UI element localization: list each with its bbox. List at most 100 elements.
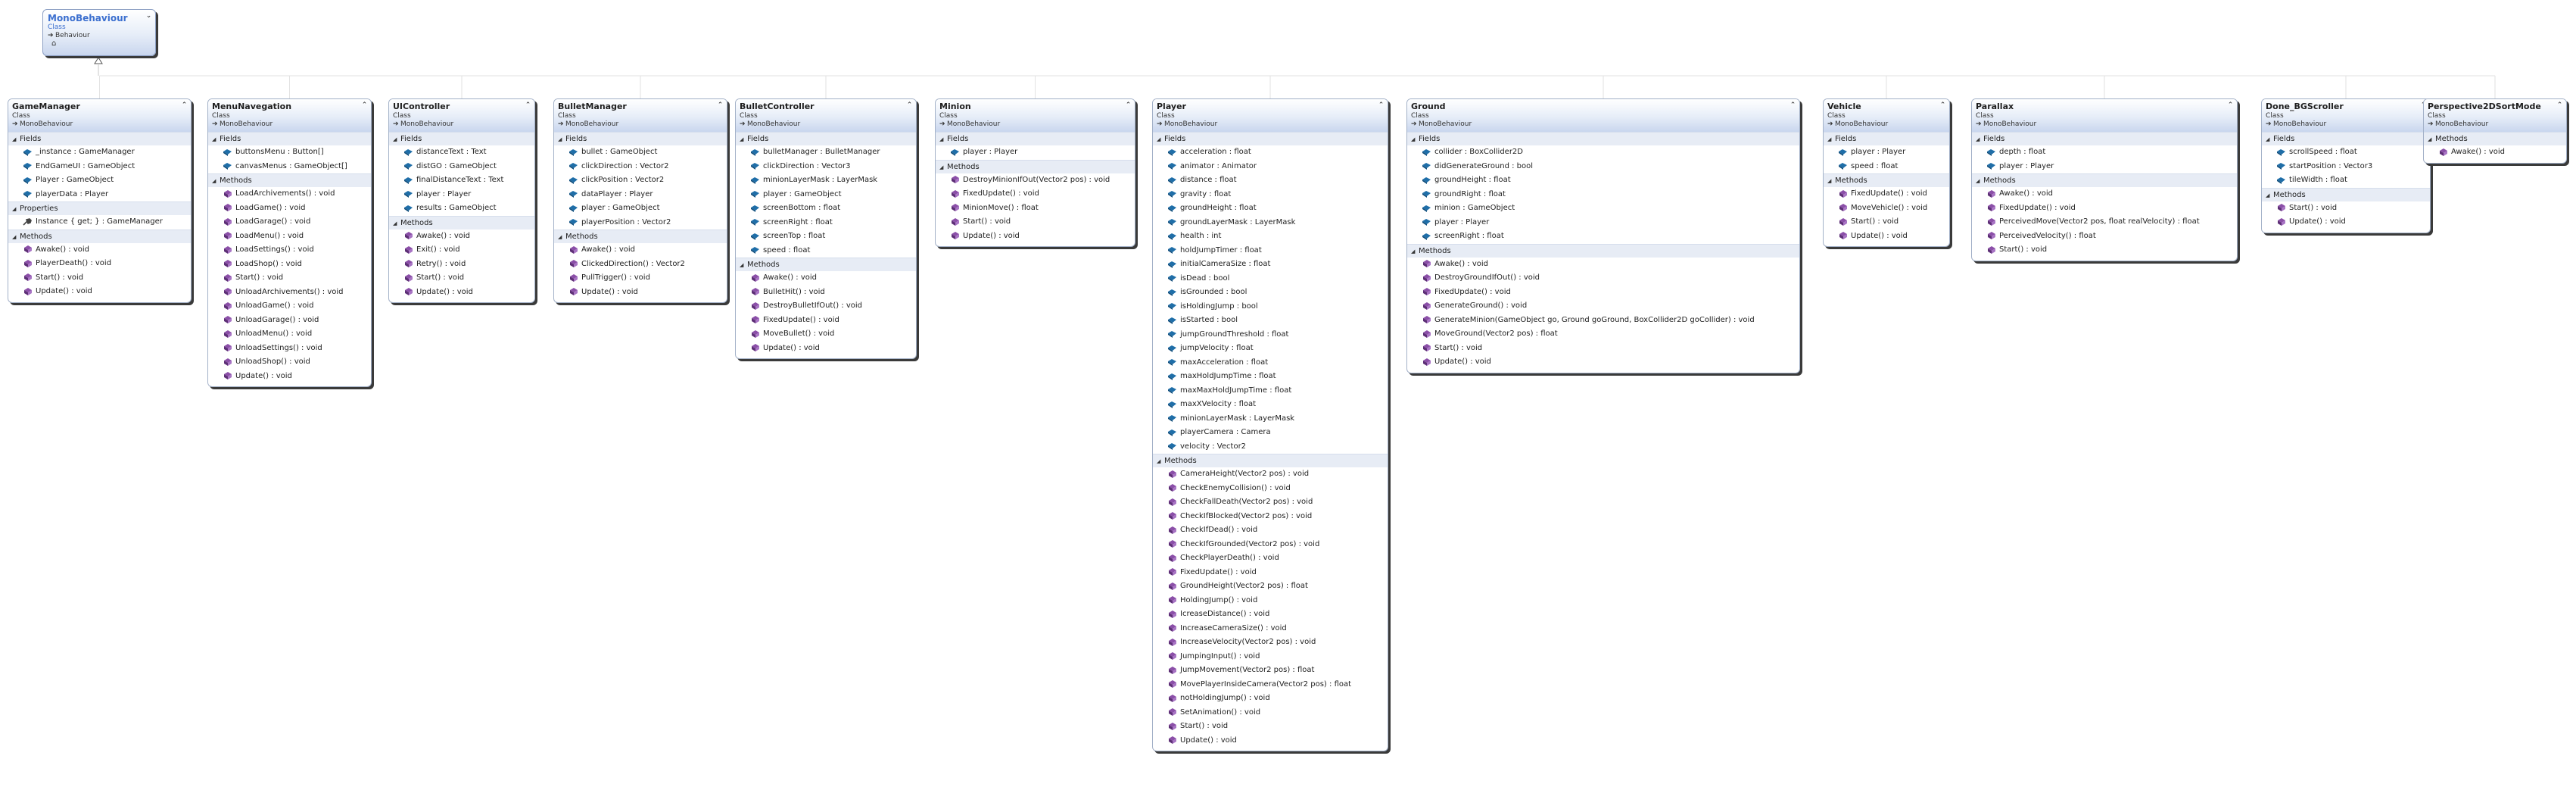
property-member[interactable]: Instance { get; } : GameManager [8, 215, 191, 230]
method-member[interactable]: FixedUpdate() : void [1153, 566, 1388, 580]
method-member[interactable]: MoveVehicle() : void [1824, 201, 1949, 216]
section-header-fields[interactable]: ◢Fields [208, 132, 371, 145]
method-member[interactable]: Update() : void [936, 230, 1135, 244]
method-member[interactable]: Start() : void [8, 271, 191, 286]
field-member[interactable]: player : GameObject [554, 201, 727, 216]
method-member[interactable]: CameraHeight(Vector2 pos) : void [1153, 467, 1388, 482]
method-member[interactable]: Start() : void [936, 215, 1135, 230]
class-card-done-bgscroller[interactable]: Done_BGScrollerClass➔MonoBehaviour⌃◢Fiel… [2261, 98, 2431, 233]
field-member[interactable]: maxAcceleration : float [1153, 356, 1388, 370]
method-member[interactable]: Start() : void [2262, 201, 2430, 216]
method-member[interactable]: GroundHeight(Vector2 pos) : float [1153, 579, 1388, 594]
method-member[interactable]: CheckEnemyCollision() : void [1153, 482, 1388, 496]
method-member[interactable]: HoldingJump() : void [1153, 594, 1388, 608]
method-member[interactable]: DestroyBulletIfOut() : void [736, 299, 916, 314]
field-member[interactable]: initialCameraSize : float [1153, 258, 1388, 272]
section-header-methods[interactable]: ◢Methods [208, 173, 371, 187]
field-member[interactable]: collider : BoxCollider2D [1407, 145, 1799, 160]
field-member[interactable]: tileWidth : float [2262, 173, 2430, 188]
collapse-toggle-icon[interactable]: ⌃ [2227, 101, 2234, 109]
field-member[interactable]: isStarted : bool [1153, 314, 1388, 328]
method-member[interactable]: Retry() : void [389, 258, 534, 272]
field-member[interactable]: clickPosition : Vector2 [554, 173, 727, 188]
section-header-fields[interactable]: ◢Fields [1824, 132, 1949, 145]
method-member[interactable]: Update() : void [208, 370, 371, 384]
method-member[interactable]: Exit() : void [389, 243, 534, 258]
section-header-fields[interactable]: ◢Fields [1972, 132, 2237, 145]
section-header-properties[interactable]: ◢Properties [8, 201, 191, 215]
collapse-toggle-icon[interactable]: ⌃ [906, 101, 913, 109]
method-member[interactable]: Awake() : void [554, 243, 727, 258]
section-header-methods[interactable]: ◢Methods [389, 215, 534, 230]
field-member[interactable]: maxMaxHoldJumpTime : float [1153, 384, 1388, 398]
section-header-methods[interactable]: ◢Methods [1972, 173, 2237, 187]
method-member[interactable]: notHoldingJump() : void [1153, 692, 1388, 706]
field-member[interactable]: distGO : GameObject [389, 160, 534, 174]
method-member[interactable]: Update() : void [1153, 734, 1388, 748]
section-header-fields[interactable]: ◢Fields [736, 132, 916, 145]
method-member[interactable]: Update() : void [554, 286, 727, 300]
collapse-toggle-icon[interactable]: ⌃ [2556, 101, 2563, 109]
method-member[interactable]: UnloadMenu() : void [208, 327, 371, 342]
field-member[interactable]: velocity : Vector2 [1153, 440, 1388, 454]
field-member[interactable]: speed : float [1824, 160, 1949, 174]
method-member[interactable]: UnloadGarage() : void [208, 314, 371, 328]
method-member[interactable]: UnloadSettings() : void [208, 342, 371, 356]
field-member[interactable]: animator : Animator [1153, 160, 1388, 174]
method-member[interactable]: MovePlayerInsideCamera(Vector2 pos) : fl… [1153, 678, 1388, 692]
field-member[interactable]: bullet : GameObject [554, 145, 727, 160]
section-header-fields[interactable]: ◢Fields [1407, 132, 1799, 145]
method-member[interactable]: Awake() : void [2424, 145, 2566, 160]
method-member[interactable]: Start() : void [1972, 243, 2237, 258]
field-member[interactable]: EndGameUI : GameObject [8, 160, 191, 174]
method-member[interactable]: GenerateMinion(GameObject go, Ground goG… [1407, 314, 1799, 328]
section-header-methods[interactable]: ◢Methods [8, 229, 191, 243]
section-header-fields[interactable]: ◢Fields [2262, 132, 2430, 145]
method-member[interactable]: Start() : void [1153, 720, 1388, 734]
section-header-fields[interactable]: ◢Fields [554, 132, 727, 145]
field-member[interactable]: maxHoldJumpTime : float [1153, 370, 1388, 384]
field-member[interactable]: distanceText : Text [389, 145, 534, 160]
field-member[interactable]: player : Player [389, 188, 534, 202]
method-member[interactable]: UnloadGame() : void [208, 299, 371, 314]
section-header-methods[interactable]: ◢Methods [736, 258, 916, 271]
field-member[interactable]: groundHeight : float [1407, 173, 1799, 188]
section-header-methods[interactable]: ◢Methods [2262, 187, 2430, 201]
method-member[interactable]: UnloadShop() : void [208, 355, 371, 370]
method-member[interactable]: ClickedDirection() : Vector2 [554, 258, 727, 272]
method-member[interactable]: PlayerDeath() : void [8, 257, 191, 271]
field-member[interactable]: canvasMenus : GameObject[] [208, 160, 371, 174]
method-member[interactable]: BulletHit() : void [736, 286, 916, 300]
method-member[interactable]: IncreaseVelocity(Vector2 pos) : void [1153, 636, 1388, 650]
field-member[interactable]: results : GameObject [389, 201, 534, 216]
field-member[interactable]: Player : GameObject [8, 173, 191, 188]
field-member[interactable]: clickDirection : Vector2 [554, 160, 727, 174]
method-member[interactable]: IncreaseCameraSize() : void [1153, 622, 1388, 636]
collapse-toggle-icon[interactable]: ⌃ [1378, 101, 1385, 109]
field-member[interactable]: finalDistanceText : Text [389, 173, 534, 188]
method-member[interactable]: FixedUpdate() : void [736, 314, 916, 328]
collapse-toggle-icon[interactable]: ⌃ [525, 101, 531, 109]
section-header-methods[interactable]: ◢Methods [1824, 173, 1949, 187]
method-member[interactable]: Update() : void [8, 285, 191, 299]
field-member[interactable]: minionLayerMask : LayerMask [1153, 412, 1388, 426]
field-member[interactable]: gravity : float [1153, 188, 1388, 202]
collapse-toggle-icon[interactable]: ⌃ [1125, 101, 1132, 109]
field-member[interactable]: screenRight : float [736, 216, 916, 230]
field-member[interactable]: holdJumpTimer : float [1153, 244, 1388, 258]
field-member[interactable]: groundLayerMask : LayerMask [1153, 216, 1388, 230]
method-member[interactable]: CheckPlayerDeath() : void [1153, 551, 1388, 566]
method-member[interactable]: CheckIfDead() : void [1153, 523, 1388, 538]
field-member[interactable]: isGrounded : bool [1153, 286, 1388, 300]
section-header-fields[interactable]: ◢Fields [8, 132, 191, 145]
field-member[interactable]: scrollSpeed : float [2262, 145, 2430, 160]
